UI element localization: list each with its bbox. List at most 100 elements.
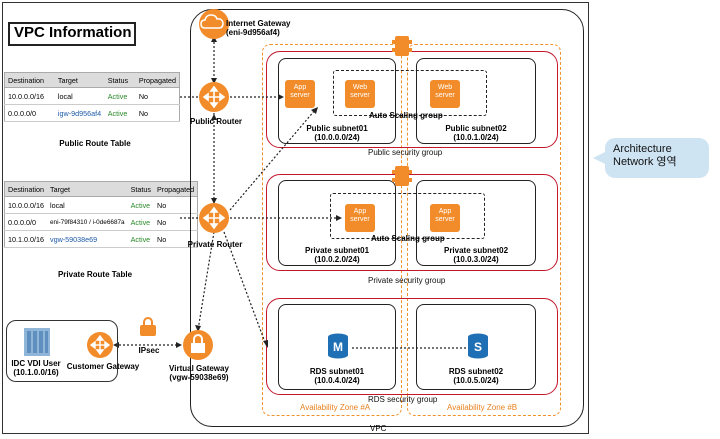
subnet-cidr: (10.0.4.0/24): [314, 376, 360, 385]
public-subnet02-label: Public subnet02 (10.0.1.0/24): [421, 124, 531, 142]
vpc-boundary: [190, 9, 584, 427]
svg-text:M: M: [333, 340, 343, 354]
private-subnet01: [278, 180, 396, 266]
cell: Active: [104, 104, 136, 122]
idc-user-label: IDC VDI User (10.1.0.0/16): [11, 359, 61, 377]
cell: local: [46, 196, 128, 214]
lock-icon: [183, 330, 213, 360]
col-header: Propagated: [135, 72, 180, 88]
subnet-cidr: (10.0.2.0/24): [314, 255, 360, 264]
subnet-name: RDS subnet01: [309, 367, 365, 376]
ipsec-lock-icon: [140, 317, 156, 336]
connector-private-router-vgw: [197, 231, 215, 331]
rds-security-group-label: RDS security group: [368, 395, 438, 404]
rds-subnet02-label: RDS subnet02 (10.0.5.0/24): [421, 367, 531, 385]
cell: No: [154, 213, 198, 231]
public-route-table: Destination Target Status Propagated 10.…: [4, 72, 180, 122]
private-security-group-label: Private security group: [368, 276, 446, 285]
data-center-icon: [24, 328, 50, 356]
app-server-instance[interactable]: App server: [285, 80, 315, 108]
private-security-group: [266, 174, 558, 271]
load-balancer-icon-public: [392, 36, 412, 56]
cell: 0.0.0.0/0: [4, 104, 55, 122]
rds-subnet01-label: RDS subnet01 (10.0.4.0/24): [283, 367, 391, 385]
az-a-label: Availability Zone #A: [300, 403, 371, 412]
subnet-name: Public subnet01: [306, 124, 368, 133]
public-router-label: Public Router: [190, 117, 243, 126]
subnet-name: Private subnet02: [443, 246, 509, 255]
subnet-cidr: (10.0.3.0/24): [453, 255, 499, 264]
private-router-label: Private Router: [187, 240, 243, 249]
public-subnet01-label: Public subnet01 (10.0.0.0/24): [283, 124, 391, 142]
database-s-icon: S: [468, 333, 488, 359]
cell: eni-79f84310 / i-0de6687a: [46, 213, 128, 231]
web-server-instance[interactable]: Web server: [430, 80, 460, 108]
public-security-group-label: Public security group: [368, 148, 443, 157]
architecture-callout: Architecture Network 영역: [605, 138, 709, 178]
col-header: Target: [54, 72, 105, 88]
private-subnet02-label: Private subnet02 (10.0.3.0/24): [421, 246, 531, 264]
ipsec-label: IPsec: [138, 346, 160, 355]
database-m-icon: M: [328, 333, 348, 359]
subnet-name: Private subnet01: [304, 246, 370, 255]
router-cross-icon: [87, 332, 113, 358]
private-route-table-caption: Private Route Table: [57, 270, 133, 279]
cell[interactable]: vgw-59038e69: [46, 230, 128, 248]
svg-text:S: S: [474, 340, 482, 354]
col-header: Destination: [4, 181, 47, 197]
col-header: Propagated: [154, 181, 198, 197]
private-subnet01-label: Private subnet01 (10.0.2.0/24): [283, 246, 391, 264]
cell: 10.1.0.0/16: [4, 230, 47, 248]
auto-scaling-group-private: [330, 193, 485, 239]
availability-zone-b: [407, 44, 561, 416]
subnet-cidr: (10.0.1.0/24): [453, 133, 499, 142]
callout-pointer: [593, 152, 605, 164]
cell: 10.0.0.0/16: [4, 196, 47, 214]
virtual-gateway-label: Virtual Gateway (vgw-59038e69): [169, 364, 229, 382]
connector-private-router-rds: [223, 231, 267, 346]
router-icon: [199, 82, 229, 112]
page-title: VPC Information: [14, 24, 132, 41]
table-row: 10.1.0.0/16 vgw-59038e69 Active No: [4, 230, 198, 248]
col-header: Target: [46, 181, 128, 197]
diagram-frame: [2, 2, 589, 434]
table-row: 10.0.0.0/16 local Active No: [4, 196, 198, 214]
subnet-name: Public subnet02: [445, 124, 507, 133]
customer-gateway-label: Customer Gateway: [66, 362, 140, 371]
auto-scaling-label-private: Auto Scaling group: [371, 234, 445, 243]
rds-security-group: [266, 298, 558, 395]
subnet-name: RDS subnet02: [448, 367, 504, 376]
internet-gateway-label: Internet Gateway (eni-9d956af4): [226, 19, 291, 37]
table-row: 10.0.0.0/16 local Active No: [4, 87, 180, 105]
private-route-table: Destination Target Status Propagated 10.…: [4, 181, 199, 248]
title-box: [8, 22, 136, 46]
connector-private-router-app: [229, 109, 316, 211]
app-server-instance[interactable]: App server: [345, 204, 375, 232]
cell: Active: [104, 87, 136, 105]
subnet-cidr: (10.0.0.0/24): [314, 133, 360, 142]
cell: No: [135, 104, 180, 122]
cell: Active: [127, 196, 154, 214]
cell: local: [54, 87, 105, 105]
cell: Active: [127, 213, 154, 231]
cell: Active: [127, 230, 154, 248]
internet-gateway-cloud-icon: [199, 9, 229, 39]
cell[interactable]: igw-9d956af4: [54, 104, 105, 122]
table-row: 0.0.0.0/0 igw-9d956af4 Active No: [4, 104, 180, 122]
web-server-instance[interactable]: Web server: [345, 80, 375, 108]
cell: 10.0.0.0/16: [4, 87, 55, 105]
auto-scaling-group-public: [333, 70, 487, 116]
table-row: 0.0.0.0/0 eni-79f84310 / i-0de6687a Acti…: [4, 213, 198, 231]
cell: No: [135, 87, 180, 105]
load-balancer-icon-private: [392, 166, 412, 186]
col-header: Destination: [4, 72, 55, 88]
col-header: Status: [104, 72, 136, 88]
auto-scaling-label-public: Auto Scaling group: [369, 111, 443, 120]
subnet-cidr: (10.0.5.0/24): [453, 376, 499, 385]
availability-zone-a: [262, 44, 402, 416]
az-b-label: Availability Zone #B: [447, 403, 518, 412]
public-route-table-caption: Public Route Table: [59, 139, 131, 148]
app-server-instance[interactable]: App server: [430, 204, 460, 232]
cell: No: [154, 230, 198, 248]
